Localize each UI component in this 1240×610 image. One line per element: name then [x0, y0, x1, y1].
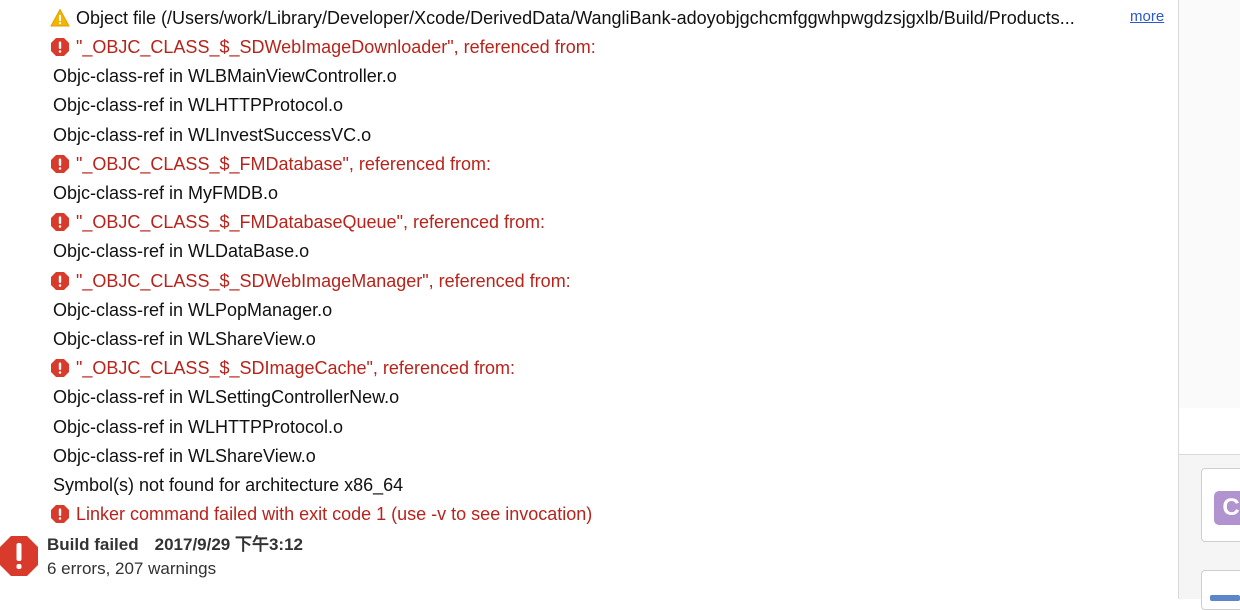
error-text: Linker command failed with exit code 1 (…: [76, 504, 593, 525]
error-text: "_OBJC_CLASS_$_SDImageCache", referenced…: [76, 358, 515, 379]
error-text: "_OBJC_CLASS_$_FMDatabase", referenced f…: [76, 153, 491, 174]
library-item[interactable]: [1201, 570, 1240, 610]
more-link[interactable]: more: [1130, 8, 1165, 25]
library-filter-bar[interactable]: [1179, 408, 1240, 455]
line-text: Objc-class-ref in MyFMDB.o: [53, 183, 279, 203]
line-text: Symbol(s) not found for architecture x86…: [53, 475, 404, 495]
error-icon: [51, 213, 69, 232]
build-time: 2017/9/29 下午3:12: [154, 535, 304, 554]
line-text: Objc-class-ref in WLHTTPProtocol.o: [53, 95, 344, 116]
build-status-line: Build failed 2017/9/29 下午3:12: [47, 534, 303, 556]
line-text: Objc-class-ref in WLPopManager.o: [53, 299, 333, 320]
issue-log: Object file (/Users/work/Library/Develop…: [50, 4, 1170, 525]
line-text: Objc-class-ref in WLShareView.o: [53, 445, 316, 466]
build-status: Build failed: [47, 535, 139, 554]
error-text: "_OBJC_CLASS_$_SDWebImageDownloader", re…: [76, 37, 596, 57]
warning-text: Object file (/Users/work/Library/Develop…: [76, 8, 1075, 28]
line-text: Objc-class-ref in WLShareView.o: [53, 329, 316, 349]
line-text: Objc-class-ref in WLHTTPProtocol.o: [53, 416, 344, 437]
library-item-class[interactable]: C: [1201, 468, 1240, 542]
library-item-preview-icon: [1210, 595, 1240, 601]
line-text: Objc-class-ref in WLDataBase.o: [53, 241, 310, 262]
build-counts: 6 errors, 207 warnings: [47, 559, 217, 578]
error-icon: [51, 505, 69, 524]
error-badge-icon: [0, 536, 38, 576]
line-text: Objc-class-ref in WLInvestSuccessVC.o: [53, 124, 372, 145]
warning-row[interactable]: Object file (/Users/work/Library/Develop…: [50, 4, 1170, 32]
error-text: "_OBJC_CLASS_$_SDWebImageManager", refer…: [76, 270, 571, 291]
right-panel: C: [1178, 0, 1240, 610]
error-text: "_OBJC_CLASS_$_FMDatabaseQueue", referen…: [76, 212, 546, 233]
line-text: Objc-class-ref in WLSettingControllerNew…: [53, 387, 400, 408]
error-icon: [51, 271, 69, 290]
warning-triangle-icon: [50, 8, 70, 27]
error-icon: [51, 359, 69, 378]
line-text: Objc-class-ref in WLBMainViewController.…: [53, 66, 397, 87]
inspector-area: [1179, 0, 1240, 409]
class-badge-icon: C: [1214, 491, 1240, 525]
build-summary: Build failed 2017/9/29 下午3:12 6 errors, 2…: [0, 530, 700, 590]
error-icon: [51, 38, 69, 56]
error-icon: [51, 154, 69, 173]
